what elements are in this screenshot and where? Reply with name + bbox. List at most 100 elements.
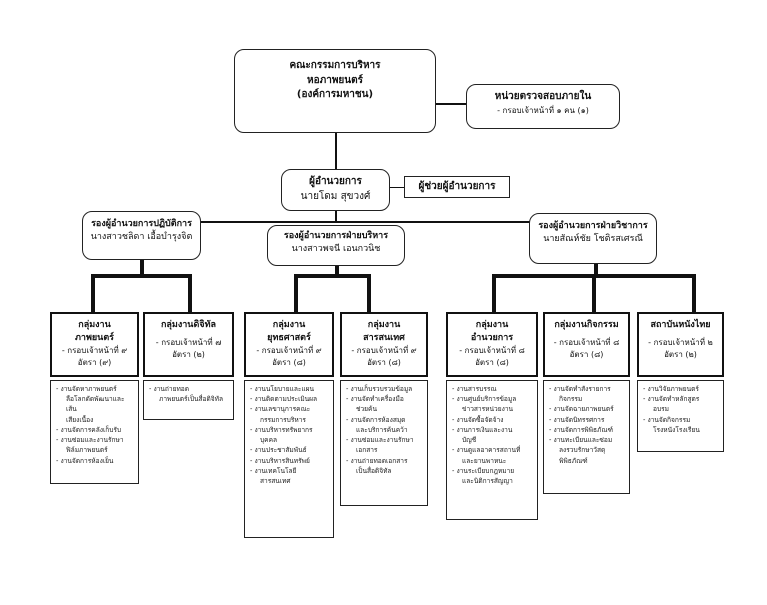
task-item: - งานจัดซื้อจัดจ้าง	[452, 415, 504, 424]
assistant-box: ผู้ช่วยผู้อำนวยการ	[404, 176, 510, 198]
director-assistant-line	[390, 187, 404, 188]
group-information-tasks: - งานเก็บรวบรวมข้อมูล - งานจัดทำเครื่องมื…	[340, 380, 428, 506]
group-title-2: ภาพยนตร์	[74, 333, 115, 344]
group-rate: อัตรา (๘)	[569, 349, 604, 359]
task-item: ภาพยนตร์เป็นสื่อดิจิทัล	[159, 395, 224, 404]
task-item: และนิติการสัญญา	[462, 476, 513, 485]
task-item: - งานจัดกิจกรรม	[643, 415, 691, 424]
director-box: ผู้อำนวยการ นายโดม สุขวงศ์	[281, 169, 390, 211]
group-rate: อัตรา (๘)	[475, 357, 509, 367]
task-item: - งานสารบรรณ	[452, 385, 497, 393]
group-title: กลุ่มงาน	[367, 320, 401, 330]
director-deputies-line	[335, 211, 337, 223]
task-item: กิจกรรม	[559, 395, 583, 404]
task-item: ช่วยค้น	[356, 405, 377, 414]
task-item: - งานประชาสัมพันธ์	[250, 446, 307, 455]
deputy-title: รองผู้อำนวยการฝ่ายวิชาการ	[538, 221, 648, 231]
task-item: - งานวิจัยภาพยนตร์	[643, 385, 699, 393]
deputy1-drop-a	[91, 274, 95, 312]
task-item: - งานศูนย์บริการข้อมูล	[452, 395, 517, 404]
task-item: บัญชี	[462, 436, 477, 445]
group-digital-header: กลุ่มงานดิจิทัล - กรอบเจ้าหน้าที่ ๗ อัตร…	[143, 312, 234, 377]
task-item: - งานการเงินและงาน	[452, 425, 513, 434]
deputy-academic-box: รองผู้อำนวยการฝ่ายวิชาการ นายสัณห์ชัย โช…	[529, 213, 657, 264]
task-item: ลือโลกดัดพัฒนาและเส้น	[66, 395, 125, 414]
board-director-line	[335, 133, 337, 169]
deputy1-down-line	[140, 260, 144, 276]
deputy3-drop-b	[592, 274, 596, 312]
deputy-name: นางสาวพจนี เอนกวนิช	[291, 244, 381, 255]
deputy3-drop-c	[692, 274, 696, 312]
group-title: สถาบันหนังไทย	[650, 320, 711, 330]
task-item: - งานติดตามประเมินผล	[250, 395, 318, 404]
group-digital-tasks: - งานถ่ายทอดภาพยนตร์เป็นสื่อดิจิทัล	[143, 380, 234, 420]
deputy2-drop-b	[367, 274, 371, 312]
deputy2-drop-a	[294, 274, 298, 312]
deputy-title: รองผู้อำนวยการปฏิบัติการ	[91, 219, 192, 229]
task-item: - งานจัดการพิพิธภัณฑ์	[549, 425, 613, 434]
task-item: - งานเก็บรวบรวมข้อมูล	[346, 385, 413, 393]
group-title-2: ยุทธศาสตร์	[267, 333, 311, 344]
deputy-name: นายสัณห์ชัย โชติรสเศรณี	[543, 234, 643, 245]
group-rate: อัตรา (๘)	[272, 357, 306, 367]
task-item: - งานจัดทำสังรายการ	[549, 385, 611, 393]
deputy-title: รองผู้อำนวยการฝ่ายบริหาร	[283, 231, 389, 241]
group-title: กลุ่มงานดิจิทัล	[160, 320, 217, 330]
task-list: - งานสารบรรณ - งานศูนย์บริการข้อมูลข่าวสา…	[447, 381, 537, 488]
task-item: ข่าวสารหน่วยงาน	[462, 405, 514, 414]
audit-box: หน่วยตรวจสอบภายใน - กรอบเจ้าหน้าที่ ๑ คน…	[466, 84, 620, 129]
deputy2-hbar	[294, 274, 371, 278]
board-line-3: (องค์การมหาชน)	[296, 89, 374, 100]
deputy3-down-line	[594, 264, 598, 276]
group-thai-film-institute-tasks: - งานวิจัยภาพยนตร์- งานจัดทำหลักสูตรอบรม…	[637, 380, 724, 452]
deputy-name: นางสาวชลิดา เอื้อบำรุงจิต	[90, 232, 193, 243]
task-item: - งานเลขานุการคณะ	[250, 405, 311, 414]
board-box: คณะกรรมการบริหาร หอภาพยนตร์ (องค์การมหาช…	[234, 49, 436, 133]
group-title-2: สารสนเทศ	[363, 333, 405, 344]
group-quota: - กรอบเจ้าหน้าที่ ๙	[256, 346, 322, 356]
group-title: กลุ่มงาน	[272, 320, 306, 330]
task-item: - งานถ่ายทอด	[149, 385, 190, 393]
deputy1-hbar	[91, 274, 192, 278]
task-item: - งานบริหารทรัพยากร	[250, 425, 313, 434]
group-rate: อัตรา (๒)	[664, 349, 697, 359]
task-item: เป็นสื่อดิจิทัล	[356, 466, 392, 475]
task-item: - งานจัดทำเครื่องมือ	[346, 395, 404, 404]
task-list: - งานนโยบายและแผน- งานติดตามประเมินผล- ง…	[245, 381, 333, 488]
task-item: - งานจัดการห้องสมุด	[346, 415, 406, 424]
deputy-operations-box: รองผู้อำนวยการปฏิบัติการ นางสาวชลิดา เอื…	[82, 211, 201, 260]
group-admin-tasks: - งานสารบรรณ - งานศูนย์บริการข้อมูลข่าวสา…	[446, 380, 538, 520]
group-title: กลุ่มงาน	[78, 320, 111, 330]
deputy2-down-line	[335, 266, 339, 276]
task-list: - งานจัดหาภาพยนตร์ลือโลกดัดพัฒนาและเส้นเ…	[51, 381, 138, 468]
group-strategy-tasks: - งานนโยบายและแผน- งานติดตามประเมินผล- ง…	[244, 380, 334, 538]
task-item: - งานระเบียบกฎหมาย	[452, 466, 515, 475]
task-item: บุคคล	[260, 436, 278, 445]
task-item: - งานจัดการคลังเก็บรับ	[56, 425, 122, 434]
group-quota: - กรอบเจ้าหน้าที่ ๘	[553, 338, 620, 348]
group-rate: อัตรา (๒)	[172, 349, 205, 359]
task-item: - งานซ่อมและงานรักษา	[56, 436, 124, 445]
task-item: พิพิธภัณฑ์	[559, 456, 588, 465]
task-item: - งานนโยบายและแผน	[250, 385, 315, 393]
task-item: สารสนเทศ	[260, 476, 291, 485]
task-item: เสียงเนื้อง	[66, 415, 94, 424]
director-name: นายโดม สุขวงศ์	[300, 190, 371, 202]
task-item: กรรมการบริหาร	[260, 415, 306, 424]
task-item: โรงหนังโรงเรียน	[653, 425, 700, 434]
task-list: - งานเก็บรวบรวมข้อมูล - งานจัดทำเครื่องมื…	[341, 381, 427, 478]
task-item: - งานถ่ายทอดเอกสาร	[346, 456, 408, 465]
task-item: อบรม	[653, 405, 670, 414]
group-quota: - กรอบเจ้าหน้าที่ ๗	[155, 338, 222, 348]
task-item: - งานบริหารสินทรัพย์	[250, 456, 310, 465]
group-activities-header: กลุ่มงานกิจกรรม - กรอบเจ้าหน้าที่ ๘ อัตร…	[543, 312, 630, 377]
group-quota: - กรอบเจ้าหน้าที่ ๒	[648, 338, 713, 348]
audit-title: หน่วยตรวจสอบภายใน	[494, 91, 592, 102]
task-list: - งานถ่ายทอดภาพยนตร์เป็นสื่อดิจิทัล	[144, 381, 233, 406]
task-item: - งานจัดนิทรรศการ	[549, 415, 605, 424]
assistant-title: ผู้ช่วยผู้อำนวยการ	[418, 181, 496, 192]
deputy3-drop-a	[492, 274, 496, 312]
deputy1-drop-b	[188, 274, 192, 312]
board-audit-line	[436, 103, 468, 105]
task-item: และยานพาหนะ	[462, 456, 507, 465]
